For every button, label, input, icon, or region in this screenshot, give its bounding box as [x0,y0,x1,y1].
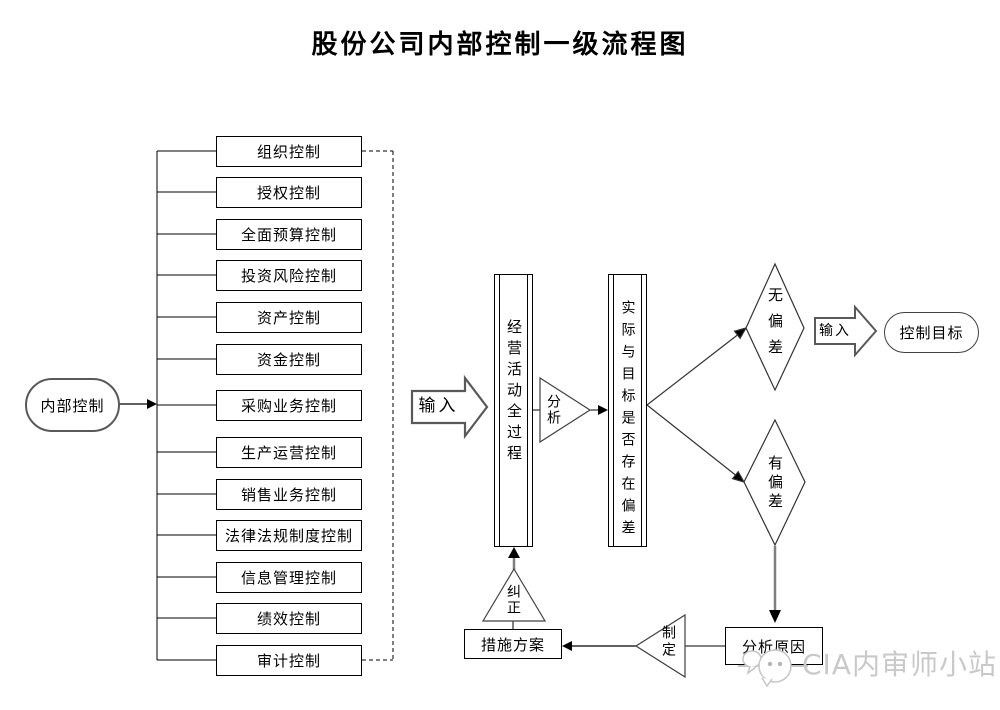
analyze-to-compare-arrow [590,405,608,415]
input-arrow-1-label: 输入 [418,396,459,416]
control-item-box-8: 生产运营控制 [216,437,362,468]
control-item-box-9: 销售业务控制 [216,479,362,510]
control-item-box-7: 采购业务控制 [216,390,362,421]
process-box-inner-bar-right [527,275,528,546]
correct-to-process-arrow [508,547,520,570]
input-block-arrow-1 [410,374,489,440]
correct-triangle-label: 纠正 [505,584,521,616]
formulate-triangle [634,613,686,679]
has-deviation-label: 有偏差 [766,455,784,512]
deviation-to-cause-arrow [769,546,781,623]
control-tree-lines [156,150,216,661]
analyze-triangle [539,376,592,444]
start-arrow [118,399,157,409]
start-node: 内部控制 [25,378,120,432]
watermark-text: CIA内审师小站 [802,648,997,681]
analyze-triangle-label: 分析 [545,394,561,426]
process-box-label: 经营活动全过程 [505,319,523,466]
control-item-box-6: 资金控制 [216,344,362,375]
correct-triangle [481,567,547,622]
control-item-box-4: 投资风险控制 [216,260,362,291]
control-item-box-3: 全面预算控制 [216,219,362,250]
control-item-box-5: 资产控制 [216,302,362,333]
process-box: 经营活动全过程 [494,274,533,547]
compare-box-label: 实际与目标是否存在偏差 [619,300,636,542]
goal-node-label: 控制目标 [899,324,964,342]
measures-box-label: 措施方案 [480,635,545,654]
compare-box: 实际与目标是否存在偏差 [608,274,647,547]
control-item-box-1: 组织控制 [216,136,362,167]
measures-box: 措施方案 [464,629,562,659]
process-box-inner-bar-left [499,275,500,546]
control-item-box-13: 审计控制 [216,645,362,676]
control-item-box-11: 信息管理控制 [216,562,362,593]
no-deviation-label: 无偏差 [766,287,784,365]
goal-node: 控制目标 [884,312,979,353]
control-item-box-12: 绩效控制 [216,603,362,634]
page-title: 股份公司内部控制一级流程图 [311,30,689,60]
watermark-bird-icon [738,649,808,688]
no-deviation-diamond [745,262,805,392]
input-block-arrow-2 [814,304,878,358]
watermark: CIA内审师小站 [738,640,998,700]
control-item-box-10: 法律法规制度控制 [216,520,362,551]
compare-box-inner-bar-right [641,275,642,546]
branch-arrows [646,327,748,483]
formulate-triangle-label: 制定 [660,625,676,659]
dashed-bracket [362,150,394,661]
has-deviation-diamond [743,418,806,547]
input-arrow-2-label: 输入 [819,323,851,339]
analyze-cause-label: 分析原因 [741,637,806,656]
formulate-to-measures-arrow [562,641,636,651]
start-node-label: 内部控制 [40,396,105,415]
compare-box-inner-bar-left [613,275,614,546]
control-item-box-2: 授权控制 [216,177,362,208]
